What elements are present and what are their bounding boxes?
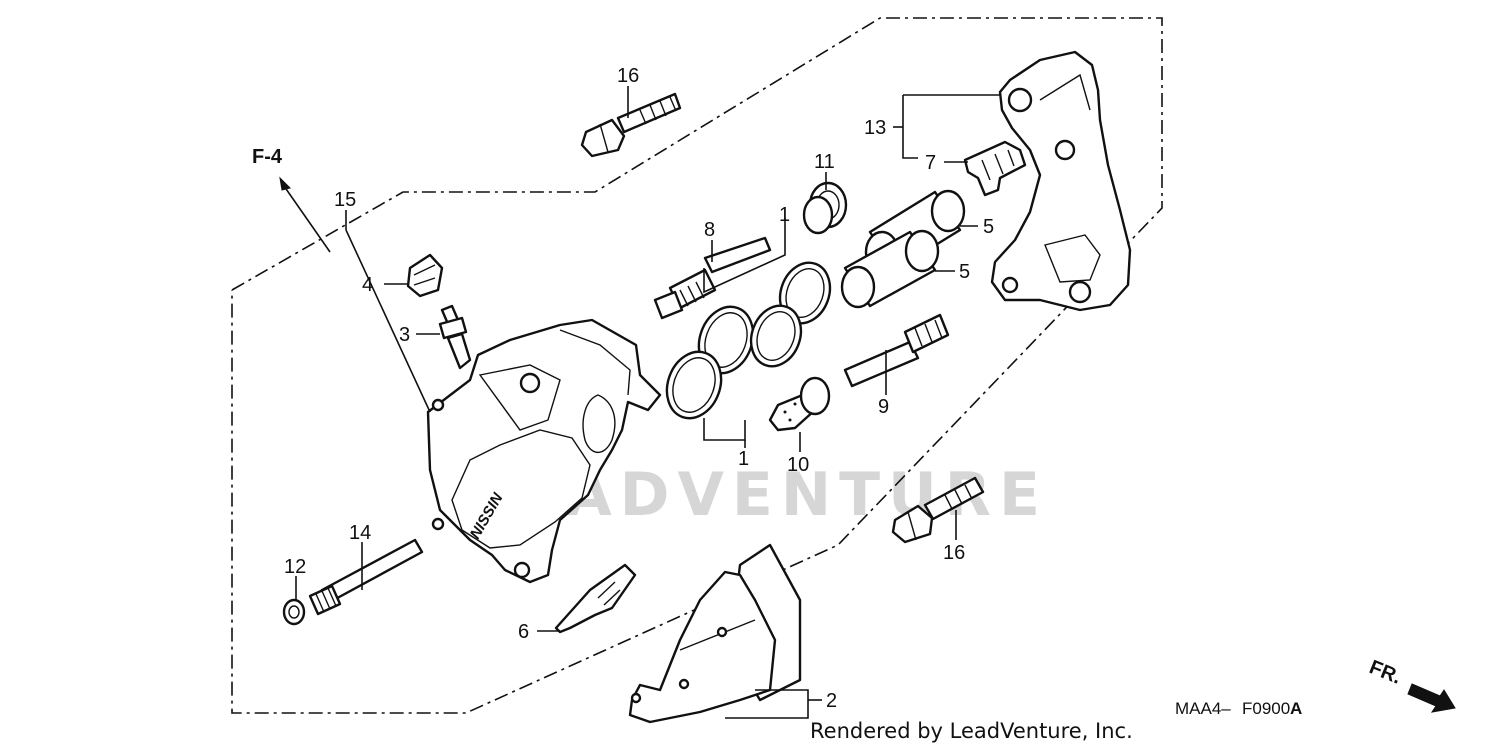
callout-8: 8	[704, 219, 715, 241]
callout-1-upper: 1	[779, 204, 790, 226]
callout-7: 7	[925, 152, 936, 174]
front-direction-arrow	[1407, 683, 1456, 713]
callout-9: 9	[878, 396, 889, 418]
part-code-number: F0900	[1242, 699, 1290, 718]
pad-spring	[963, 140, 1027, 197]
callout-6: 6	[518, 621, 529, 643]
mounting-bolt-lower	[891, 476, 985, 544]
part-code-suffix: A	[1290, 699, 1302, 718]
callout-4: 4	[362, 274, 373, 296]
reference-label: F-4	[252, 146, 283, 168]
slide-pin-lower	[843, 313, 950, 388]
callout-5-upper: 5	[983, 216, 994, 238]
callout-15: 15	[334, 189, 356, 211]
pad-retainer	[554, 563, 637, 634]
credit-text: Rendered by LeadVenture, Inc.	[810, 719, 1133, 743]
caliper-body: NISSIN	[426, 318, 662, 584]
callout-13: 13	[864, 117, 886, 139]
boot-upper	[802, 181, 848, 235]
bleed-screw	[438, 304, 472, 370]
part-code-prefix: MAA4–	[1175, 699, 1231, 718]
piston-seal-set	[665, 261, 832, 420]
reference-arrow	[279, 176, 331, 253]
assembly-boundary	[231, 17, 1163, 714]
caliper-bracket	[990, 50, 1132, 312]
front-label: FR.	[1366, 656, 1404, 688]
boot-lower	[768, 376, 831, 432]
callout-3: 3	[399, 324, 410, 346]
callout-16-upper: 16	[617, 65, 639, 87]
leader-lines	[295, 86, 1000, 719]
callout-16-lower: 16	[943, 542, 965, 564]
callout-2: 2	[826, 690, 837, 712]
callout-10: 10	[787, 454, 809, 476]
callout-1-lower: 1	[738, 448, 749, 470]
callout-14: 14	[349, 522, 371, 544]
callout-12: 12	[284, 556, 306, 578]
callout-5-lower: 5	[959, 261, 970, 283]
bleed-screw-cap	[406, 253, 444, 298]
mounting-bolt-upper	[580, 92, 682, 158]
pad-pin	[308, 538, 424, 616]
pad-pin-plug	[282, 598, 306, 626]
piston-lower	[840, 229, 940, 309]
brake-pad-set	[628, 543, 802, 724]
callout-11: 11	[814, 151, 835, 173]
